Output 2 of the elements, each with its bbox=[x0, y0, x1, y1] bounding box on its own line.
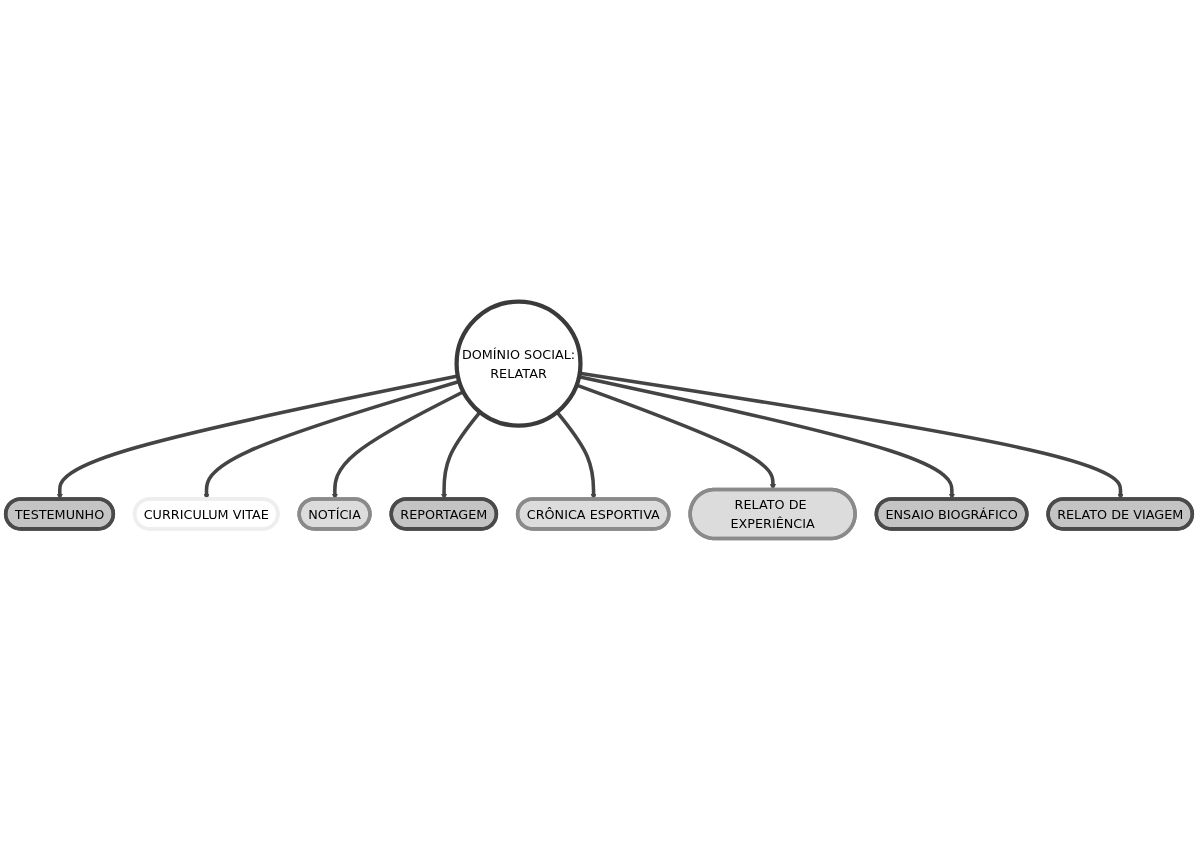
node-text: CURRICULUM VITAE bbox=[143, 506, 269, 522]
node-circle: DOMÍNIO SOCIAL: RELATAR bbox=[454, 299, 583, 429]
